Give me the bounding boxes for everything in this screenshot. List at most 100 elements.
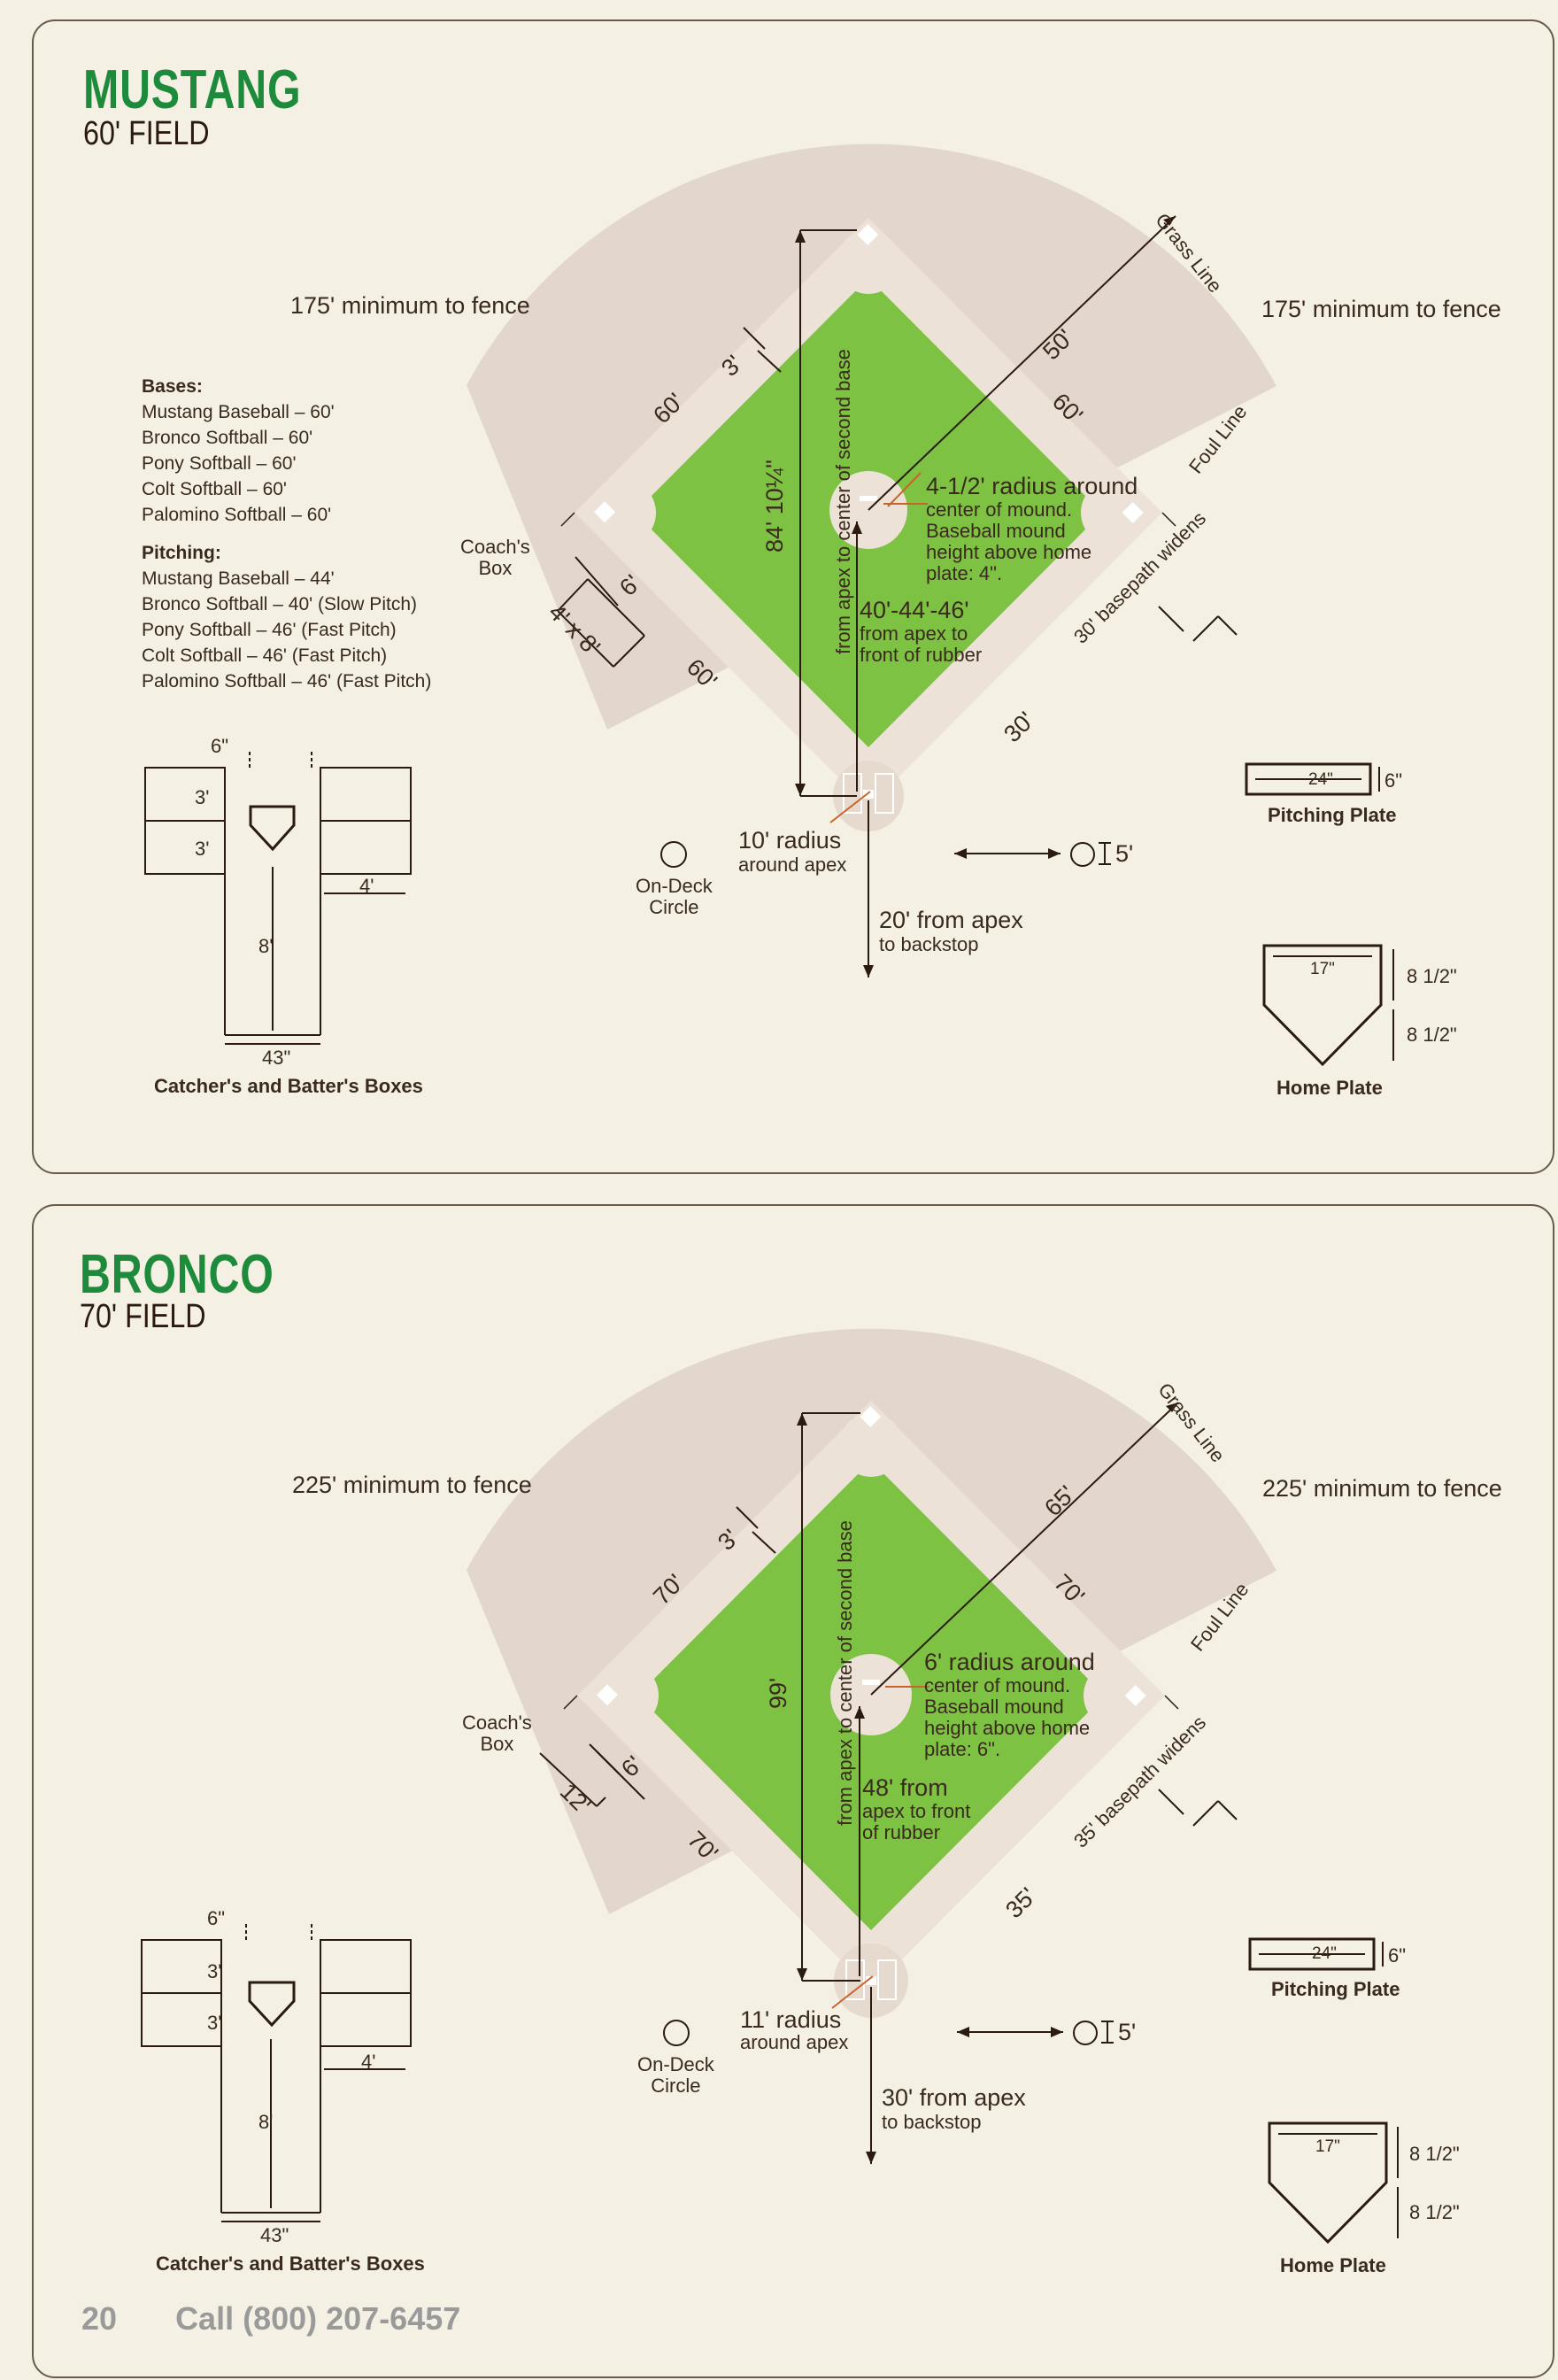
mound-note-line: center of mound. xyxy=(924,1674,1071,1696)
second-base-distance-note: from apex to center of second base xyxy=(834,1520,856,1826)
pitching-note-line: front of rubber xyxy=(860,644,983,666)
boxes-caption: Catcher's and Batter's Boxes xyxy=(154,1075,423,1097)
on-deck-line: Circle xyxy=(651,2075,701,2097)
coach-box-line: Box xyxy=(478,557,513,579)
box-dim-3ft: 3' xyxy=(207,2012,222,2034)
pitching-plate-width: 24" xyxy=(1312,1944,1337,1963)
on-deck-size-label: 5' xyxy=(1115,840,1134,867)
coach-box-label: Coach's Box xyxy=(462,1712,532,1755)
home-plate-caption: Home Plate xyxy=(1276,1077,1383,1099)
page-number: 20 xyxy=(81,2300,118,2337)
box-dim-4ft: 4' xyxy=(359,875,374,897)
pitching-plate-caption: Pitching Plate xyxy=(1268,804,1397,826)
pitching-item: Bronco Softball – 40' (Slow Pitch) xyxy=(142,594,417,614)
phone-number: Call (800) 207-6457 xyxy=(175,2300,461,2337)
mound-note-line: Baseball mound xyxy=(924,1696,1064,1718)
pitching-plate-height: 6" xyxy=(1384,769,1403,792)
page-footer: 20 Call (800) 207-6457 xyxy=(81,2300,510,2338)
mound-note: center of mound. Baseball mound height a… xyxy=(924,1675,1090,1760)
pitching-item: Palomino Softball – 46' (Fast Pitch) xyxy=(142,671,432,692)
bases-item: Mustang Baseball – 60' xyxy=(142,402,335,422)
home-plate-h2: 8 1/2" xyxy=(1407,1024,1457,1046)
on-deck-label: On-Deck Circle xyxy=(637,2054,714,2097)
home-plate-h2: 8 1/2" xyxy=(1409,2201,1460,2223)
mound-note-line: height above home xyxy=(924,1717,1091,1739)
pitching-plate-caption: Pitching Plate xyxy=(1271,1978,1400,2000)
on-deck-label: On-Deck Circle xyxy=(636,876,713,918)
apex-radius-label: 11' radius xyxy=(740,2006,842,2033)
home-plate-h1: 8 1/2" xyxy=(1409,2143,1460,2165)
backstop-note: to backstop xyxy=(882,2111,982,2133)
fence-right-label: 175' minimum to fence xyxy=(1261,296,1501,322)
mound-radius-label: 6' radius around xyxy=(924,1649,1095,1675)
section-title: BRONCO xyxy=(80,1244,274,1305)
box-dim-3ft: 3' xyxy=(195,838,210,860)
box-dim-4ft: 4' xyxy=(361,2051,376,2073)
backstop-note: to backstop xyxy=(879,933,979,955)
bronco-field-diagram xyxy=(141,1328,1399,2245)
pitching-heading: Pitching: xyxy=(142,543,221,563)
second-base-distance: 99' xyxy=(765,1677,791,1709)
home-plate-width: 17" xyxy=(1310,960,1335,978)
on-deck-line: Circle xyxy=(649,896,699,918)
box-dim-43in: 43" xyxy=(262,1047,291,1069)
pitching-note-line: apex to front xyxy=(862,1800,971,1822)
box-dim-8ft: 8' xyxy=(258,2111,274,2133)
box-dim-8ft: 8' xyxy=(258,935,274,957)
fence-right-label: 225' minimum to fence xyxy=(1262,1475,1502,1502)
home-plate-h1: 8 1/2" xyxy=(1407,965,1457,987)
box-dim-43in: 43" xyxy=(260,2224,289,2246)
coach-box-line: Box xyxy=(480,1733,514,1755)
mound-note: center of mound. Baseball mound height a… xyxy=(926,499,1091,584)
home-plate-width: 17" xyxy=(1315,2137,1340,2156)
home-plate-caption: Home Plate xyxy=(1280,2254,1386,2276)
pitching-item: Mustang Baseball – 44' xyxy=(142,568,335,589)
box-dim-3ft: 3' xyxy=(195,786,210,808)
box-dim-3ft: 3' xyxy=(207,1960,222,1982)
bronco-panel: BRONCO 70' FIELD 225' minimum to fence 2… xyxy=(32,1204,1554,2378)
coach-box-label: Coach's Box xyxy=(460,537,530,579)
mound-note-line: plate: 6". xyxy=(924,1738,1001,1760)
pitching-note-line: from apex to xyxy=(860,622,968,645)
coach-box-line: Coach's xyxy=(462,1712,532,1734)
box-dim-6in: 6" xyxy=(211,735,229,757)
on-deck-size-label: 5' xyxy=(1118,2019,1137,2045)
pitching-plate-width: 24" xyxy=(1308,770,1333,789)
apex-radius-note: around apex xyxy=(740,2031,849,2053)
fence-left-label: 175' minimum to fence xyxy=(290,292,530,319)
on-deck-line: On-Deck xyxy=(636,875,713,897)
pitching-item: Colt Softball – 46' (Fast Pitch) xyxy=(142,645,388,666)
bases-list: Bases: Mustang Baseball – 60' Bronco Sof… xyxy=(142,374,431,694)
mustang-field-diagram xyxy=(144,143,1394,1067)
bases-item: Bronco Softball – 60' xyxy=(142,428,313,448)
coach-box-line: Coach's xyxy=(460,536,530,558)
mound-note-line: plate: 4". xyxy=(926,562,1003,584)
pitching-plate-height: 6" xyxy=(1388,1944,1407,1967)
mustang-panel: MUSTANG 60' FIELD 175' minimum to fence … xyxy=(32,19,1554,1174)
mound-note-line: height above home xyxy=(926,541,1092,563)
bases-item: Pony Softball – 60' xyxy=(142,453,297,474)
apex-radius-label: 10' radius xyxy=(738,827,842,854)
pitching-note-line: of rubber xyxy=(862,1821,941,1843)
bases-item: Colt Softball – 60' xyxy=(142,479,287,499)
second-base-distance: 84' 10¼" xyxy=(761,460,788,552)
mound-note-line: center of mound. xyxy=(926,498,1073,521)
bases-heading: Bases: xyxy=(142,376,203,397)
pitching-item: Pony Softball – 46' (Fast Pitch) xyxy=(142,620,397,640)
backstop-label: 30' from apex xyxy=(882,2084,1026,2111)
box-dim-6in: 6" xyxy=(207,1907,226,1929)
on-deck-line: On-Deck xyxy=(637,2053,714,2075)
pitching-distance-note: apex to front of rubber xyxy=(862,1801,970,1843)
section-subtitle: 60' FIELD xyxy=(83,115,210,152)
second-base-distance-note: from apex to center of second base xyxy=(832,349,854,654)
pitching-distance-note: from apex to front of rubber xyxy=(860,623,982,666)
apex-radius-note: around apex xyxy=(738,854,847,876)
mound-radius-label: 4-1/2' radius around xyxy=(926,473,1138,499)
bases-item: Palomino Softball – 60' xyxy=(142,505,332,525)
backstop-label: 20' from apex xyxy=(879,907,1023,933)
section-subtitle: 70' FIELD xyxy=(80,1298,206,1335)
section-title: MUSTANG xyxy=(83,59,302,120)
boxes-caption: Catcher's and Batter's Boxes xyxy=(156,2252,425,2275)
fence-left-label: 225' minimum to fence xyxy=(292,1472,532,1498)
pitching-distance-label: 40'-44'-46' xyxy=(860,597,969,623)
